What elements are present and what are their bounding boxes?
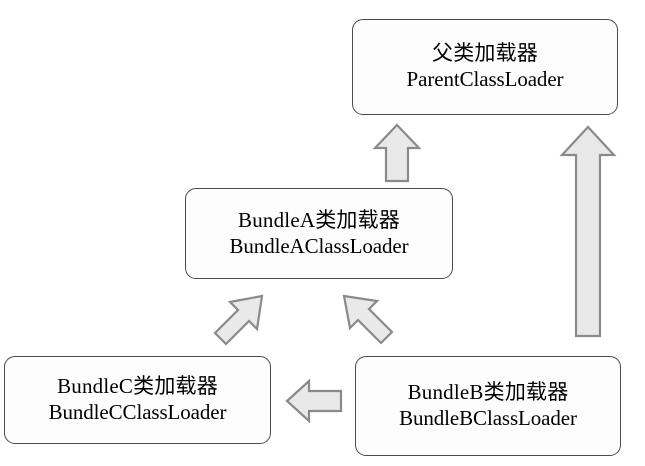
node-bundlea-class-loader[interactable]: BundleA类加载器 BundleAClassLoader <box>185 188 453 279</box>
arrow-bundleb-to-bundlec-icon <box>285 378 343 424</box>
arrow-bundlea-to-parent-icon <box>372 123 422 183</box>
node-bundleb-label-en: BundleBClassLoader <box>399 406 577 430</box>
node-parent-class-loader[interactable]: 父类加载器 ParentClassLoader <box>352 19 618 115</box>
node-parent-label-en: ParentClassLoader <box>406 67 564 91</box>
node-bundleb-label-cn: BundleB类加载器 <box>407 380 569 405</box>
node-bundlea-label-cn: BundleA类加载器 <box>237 207 401 232</box>
arrow-bundleb-to-parent-icon <box>559 125 617 338</box>
node-bundlec-label-cn: BundleC类加载器 <box>57 374 218 399</box>
node-parent-label-cn: 父类加载器 <box>432 41 538 66</box>
node-bundlec-label-en: BundleCClassLoader <box>48 400 227 424</box>
arrow-bundleb-to-bundlea-icon <box>342 294 394 345</box>
node-bundleb-class-loader[interactable]: BundleB类加载器 BundleBClassLoader <box>355 356 621 456</box>
node-bundlea-label-en: BundleAClassLoader <box>229 233 409 258</box>
node-bundlec-class-loader[interactable]: BundleC类加载器 BundleCClassLoader <box>4 356 271 444</box>
arrow-bundlec-to-bundlea-icon <box>213 294 264 346</box>
